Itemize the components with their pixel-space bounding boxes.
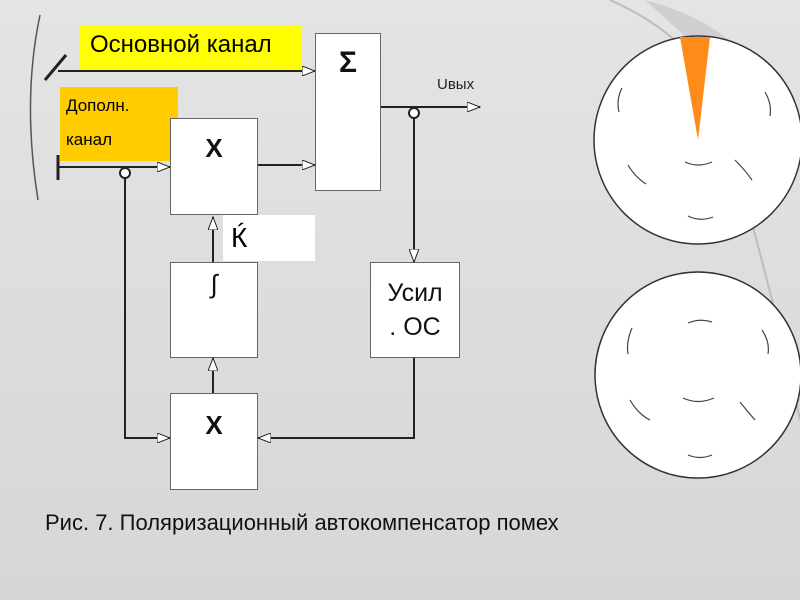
amp-label-line2: . ОС [389,313,441,341]
aux-channel-label: Дополн. канал [60,87,178,161]
radar-display-top [593,35,800,245]
sum-symbol: Σ [338,46,357,79]
bottom-multiplier-block: X [170,393,258,490]
figure-caption: Рис. 7. Поляризационный автокомпенсатор … [45,510,559,535]
top-multiplier-block: X [170,118,258,215]
aux-junction [119,167,131,179]
integrator-symbol: ∫ [210,269,218,299]
aux-branch-wire [124,172,170,438]
feedback-amplifier-block: Усил . ОС [370,262,460,358]
sector-icon [680,37,710,140]
output-voltage-label: Uвых [437,76,475,93]
integrator-block: ∫ [170,262,258,358]
main-channel-label: Основной канал [80,25,302,69]
amp-to-mult-wire [258,357,415,438]
main-channel-text: Основной канал [90,31,272,58]
radar-display-bottom [594,271,800,479]
k-symbol: Ќ [231,222,248,253]
top-multiplier-symbol: X [205,133,223,163]
aux-channel-line1: Дополн. [66,96,130,115]
bottom-multiplier-symbol: X [205,410,223,440]
amp-label-line1: Усил [387,279,443,307]
output-junction [408,107,420,119]
sum-block: Σ [315,33,381,191]
main-antenna-icon [43,54,68,81]
aux-channel-line2: канал [66,130,113,149]
k-coefficient-label: Ќ [223,215,315,261]
